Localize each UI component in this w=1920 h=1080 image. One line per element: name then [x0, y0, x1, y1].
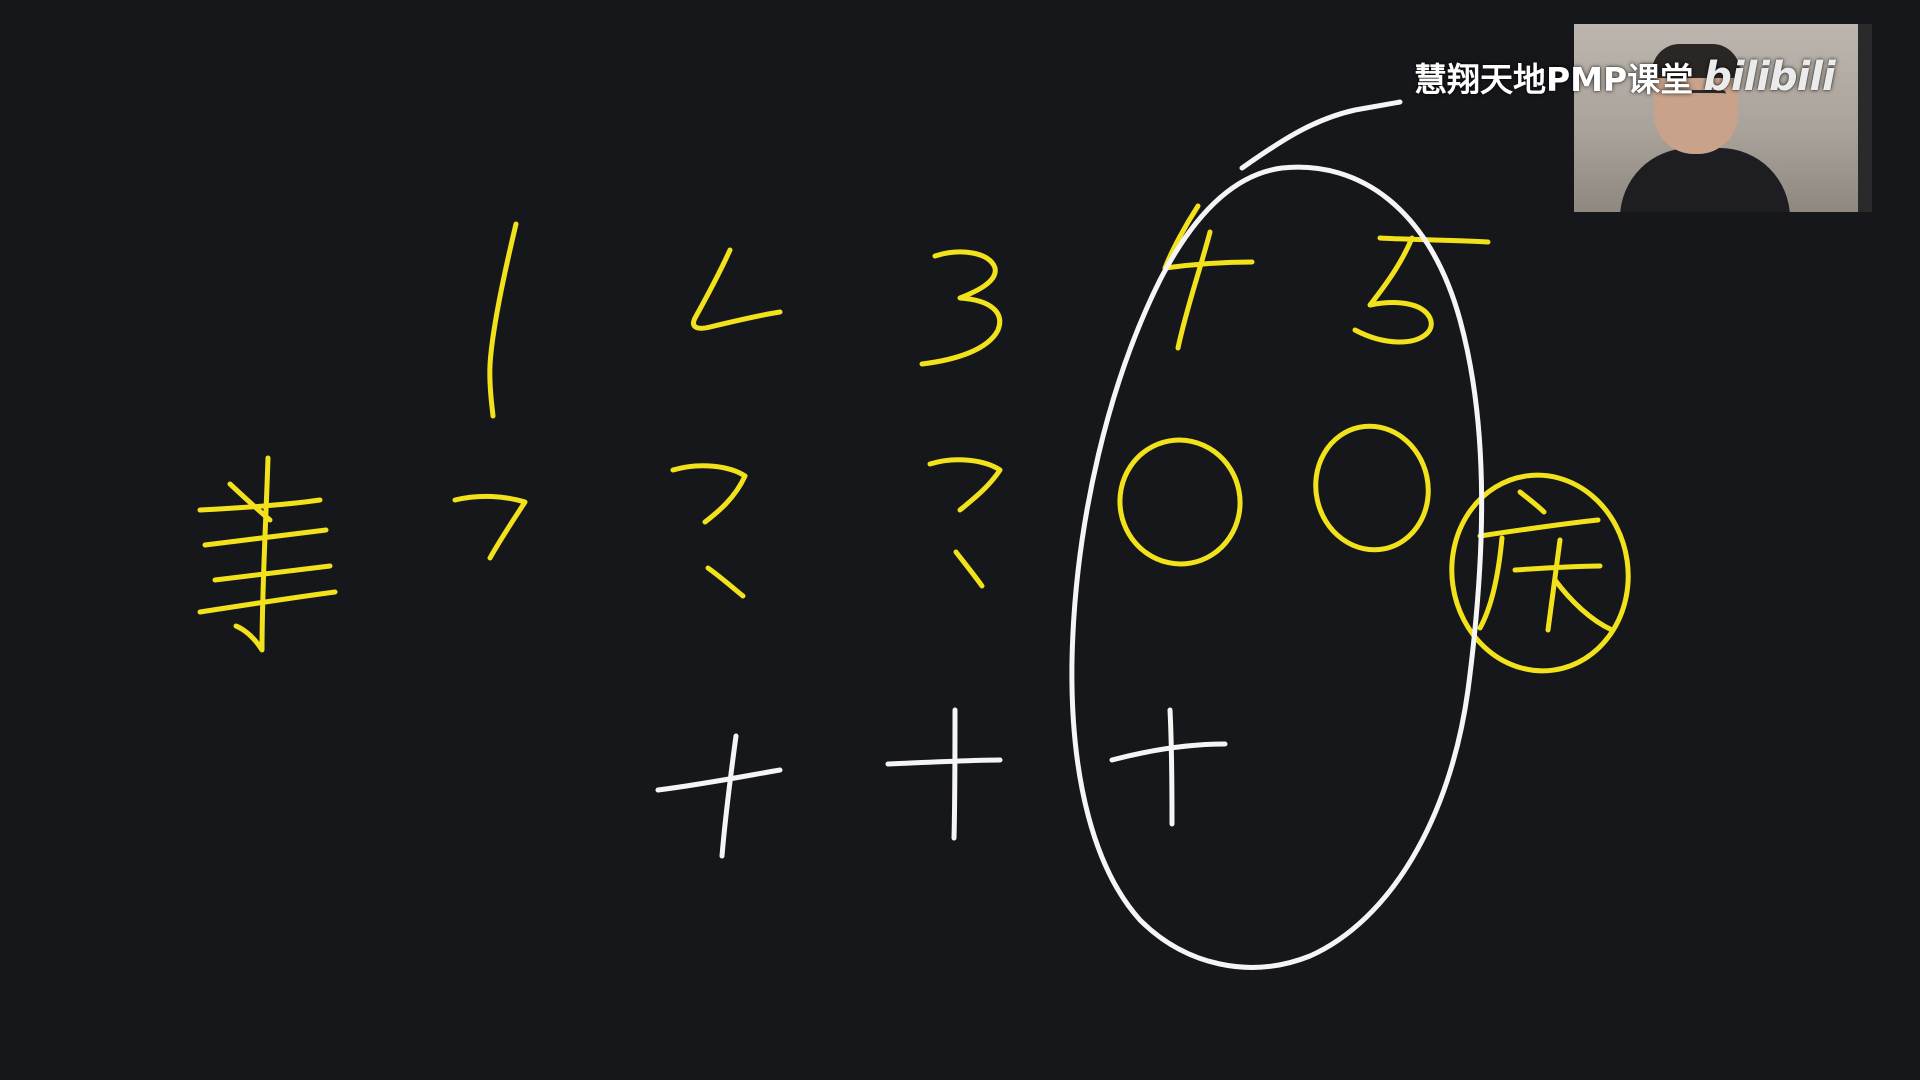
handwritten-dot: [484, 581, 491, 588]
handwritten-digit-4: [1162, 203, 1255, 351]
handwritten-dot: [342, 613, 349, 620]
handwritten-dot: [1242, 822, 1249, 829]
webcam-frame-edge: [1858, 24, 1872, 212]
handwritten-zero-1: [1117, 437, 1243, 567]
pointer-line: [1239, 99, 1403, 171]
presenter-glasses: [1666, 90, 1726, 105]
handwritten-digit-1: [487, 221, 519, 419]
circled-char-ring: [1449, 472, 1631, 674]
handwritten-plus-3: [1109, 707, 1228, 827]
channel-watermark: 慧翔天地PMP课堂 bilibili: [1414, 52, 1836, 102]
handwritten-digit-2: [691, 247, 783, 331]
handwritten-question-mark-2: [670, 463, 748, 599]
instructor-webcam-overlay: [1574, 24, 1872, 212]
presenter-body: [1620, 148, 1790, 212]
handwritten-digit-3: [919, 249, 1003, 367]
handwritten-char-qing: [1477, 489, 1615, 633]
handwritten-question-mark-3: [927, 457, 1003, 589]
enclosing-circle: [1069, 164, 1485, 970]
bilibili-logo: bilibili: [1703, 54, 1836, 100]
handwritten-question-mark-1: [452, 493, 528, 561]
handwritten-zero-2: [1313, 423, 1431, 553]
handwritten-plus-1: [655, 733, 783, 859]
handwritten-digit-5: [1352, 235, 1491, 345]
presenter-hair: [1652, 44, 1740, 78]
handwritten-plus-2: [885, 707, 1003, 841]
channel-name: 慧翔天地PMP课堂: [1414, 60, 1694, 99]
handwritten-char-li: [197, 455, 338, 653]
